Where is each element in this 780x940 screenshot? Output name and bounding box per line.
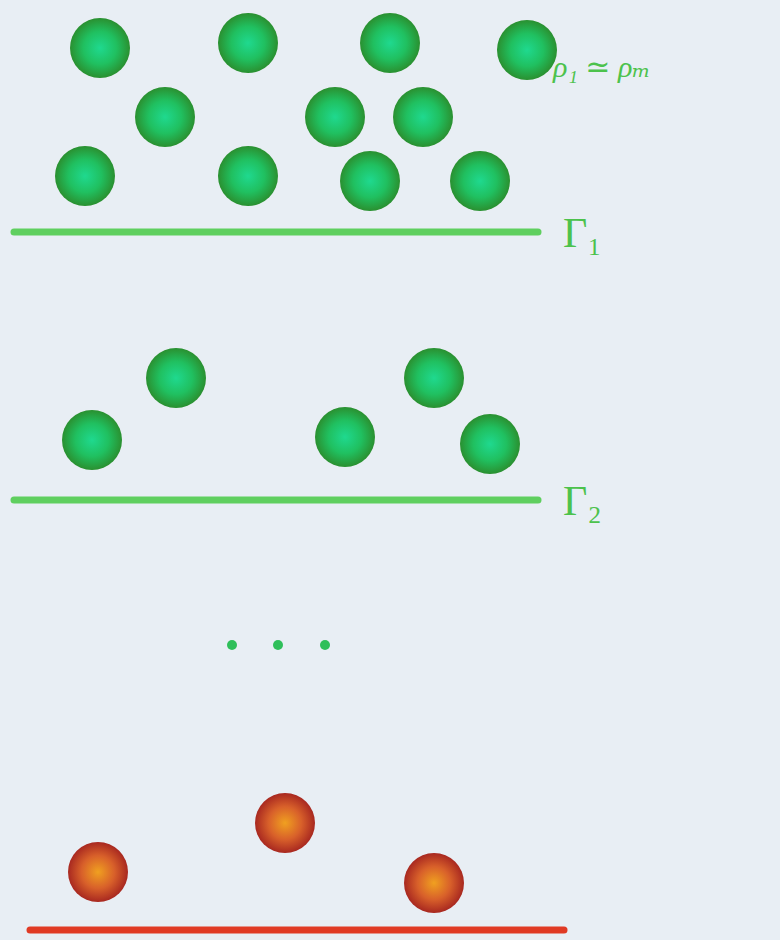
green-particles <box>55 13 557 474</box>
red-particles <box>68 793 464 913</box>
level-lines <box>14 232 538 500</box>
level-label: Γ₁ <box>563 212 602 254</box>
ellipsis-dots <box>227 640 330 650</box>
density-label: ρ₁ ≃ ρₘ <box>553 52 651 82</box>
level-label: Γ₂ <box>563 480 602 522</box>
ground-level-line <box>30 927 564 934</box>
